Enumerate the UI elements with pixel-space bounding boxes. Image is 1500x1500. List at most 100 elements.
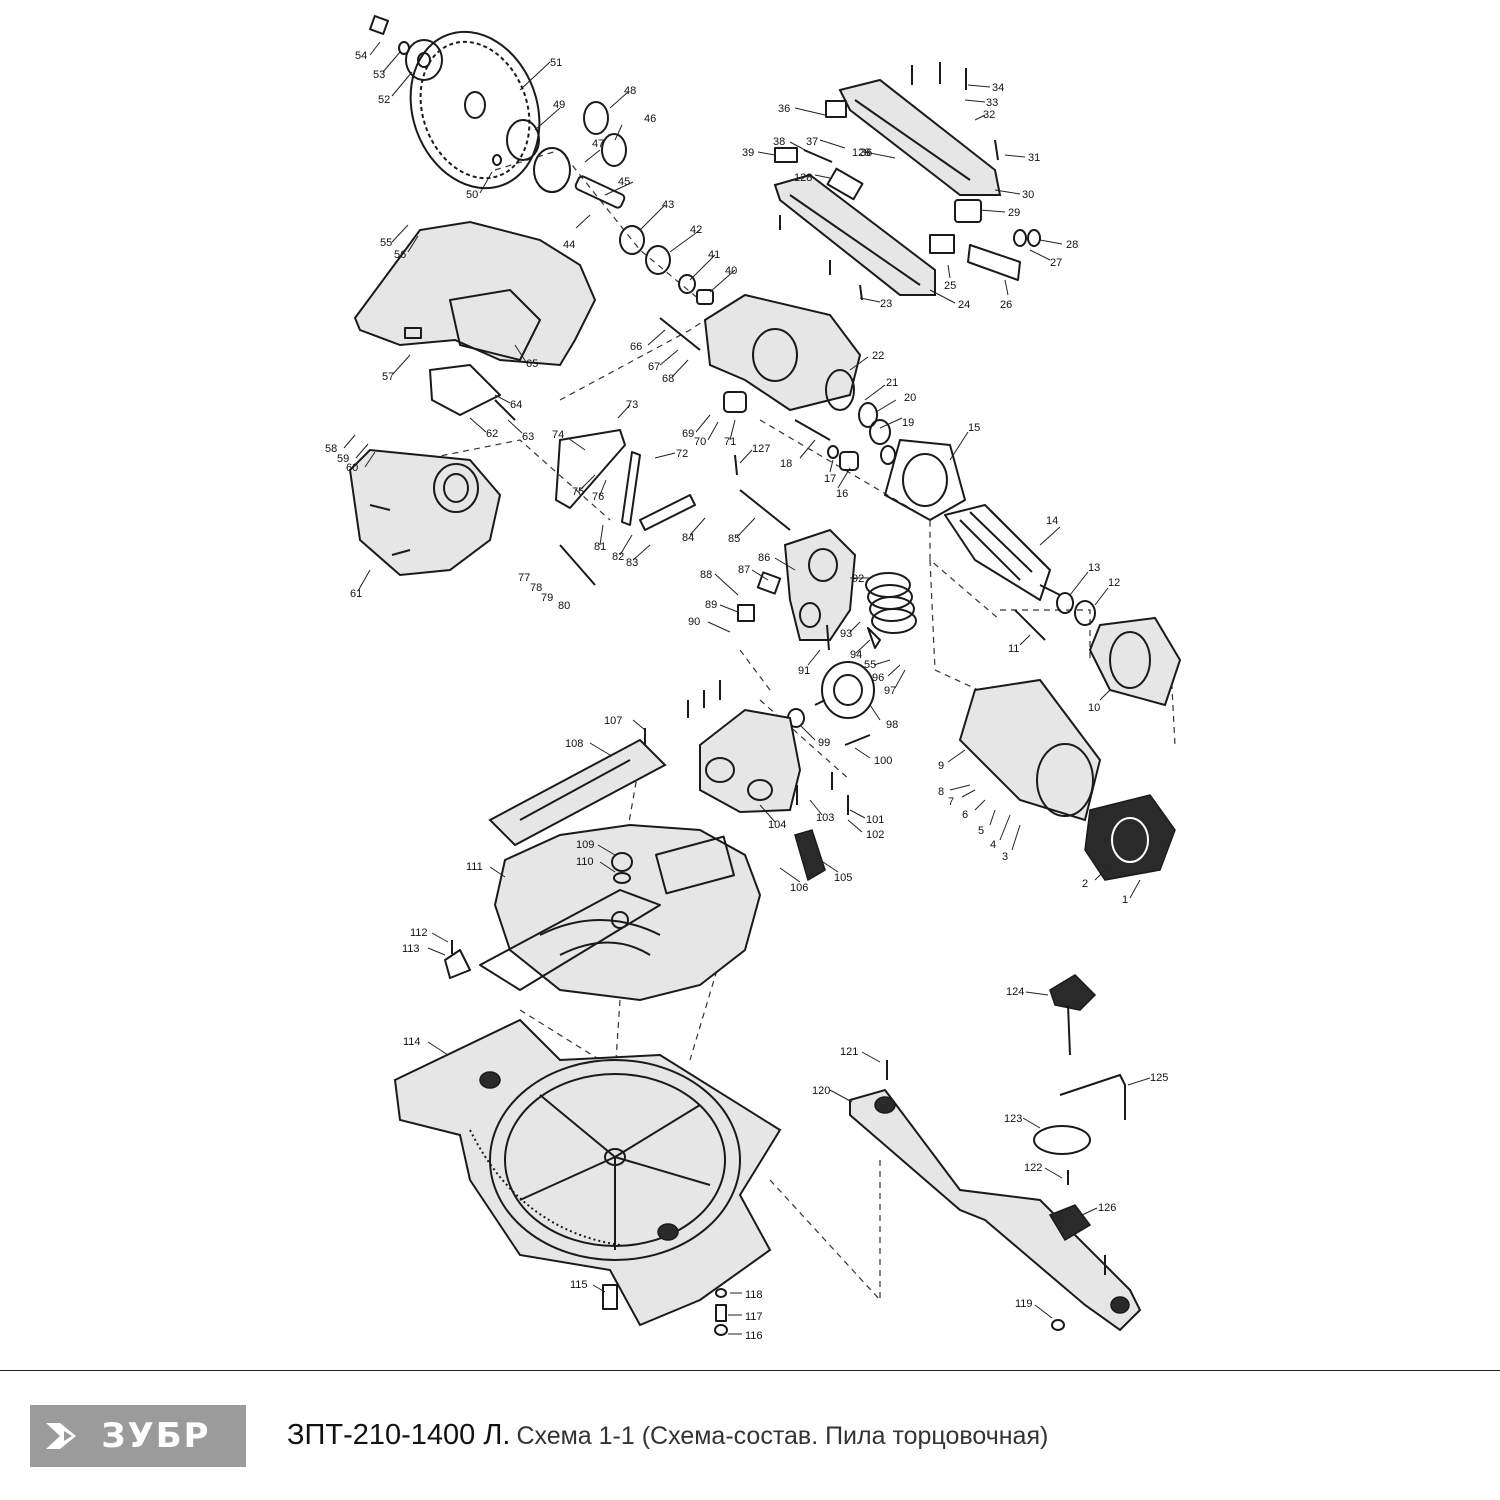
part-number: 84 xyxy=(682,532,694,544)
part-number: 96 xyxy=(872,672,884,684)
switch-module xyxy=(929,234,955,254)
part-number: 10 xyxy=(1088,702,1100,714)
part-number: 75 xyxy=(572,486,584,498)
part-number: 67 xyxy=(648,361,660,373)
part-number: 2 xyxy=(1082,878,1088,890)
cable-sleeve xyxy=(967,244,1021,281)
part-number: 88 xyxy=(700,569,712,581)
spindle-shaft xyxy=(574,175,626,209)
o-ring xyxy=(601,133,627,167)
turntable xyxy=(444,823,762,1002)
washer xyxy=(398,41,410,55)
part-number: 81 xyxy=(594,541,606,553)
part-number: 111 xyxy=(466,861,483,873)
part-number: 57 xyxy=(382,371,394,383)
part-number: 124 xyxy=(1006,986,1024,998)
part-number: 79 xyxy=(541,592,553,604)
part-number: 118 xyxy=(745,1289,763,1301)
caption-description: Схема 1-1 (Схема-состав. Пила торцовочна… xyxy=(516,1422,1049,1450)
part-number: 71 xyxy=(724,436,736,448)
part-number: 36 xyxy=(860,147,872,159)
clamp-knob-126 xyxy=(1048,1204,1092,1242)
part-number: 128 xyxy=(852,147,870,159)
fence xyxy=(849,974,1142,1332)
part-number: 31 xyxy=(1028,152,1040,164)
part-number: 45 xyxy=(618,176,630,188)
part-number: 52 xyxy=(378,94,390,106)
base-spring xyxy=(715,1304,727,1322)
part-number: 119 xyxy=(1015,1298,1033,1310)
part-number: 105 xyxy=(834,872,852,884)
long-screw xyxy=(1014,609,1046,641)
hold-down-clamp xyxy=(1059,1074,1126,1120)
handle-cover xyxy=(838,78,1002,196)
part-number: 108 xyxy=(565,738,583,750)
part-number: 4 xyxy=(990,839,996,851)
part-number: 127 xyxy=(752,443,770,455)
saw-blade xyxy=(409,30,541,190)
brand-name: ЗУБР xyxy=(101,1416,211,1456)
handle-assembly xyxy=(773,62,1041,301)
part-number: 18 xyxy=(780,458,792,470)
part-number: 117 xyxy=(745,1311,763,1323)
part-number: 83 xyxy=(626,557,638,569)
shaft xyxy=(794,419,831,441)
part-number: 61 xyxy=(350,588,362,600)
part-number: 120 xyxy=(812,1085,830,1097)
armature xyxy=(944,504,1061,601)
part-number: 89 xyxy=(705,599,717,611)
part-number: 21 xyxy=(886,377,898,389)
part-number: 59 xyxy=(337,453,349,465)
part-number: 46 xyxy=(644,113,656,125)
diagram-caption: ЗПТ-210-1400 Л.Схема 1-1 (Схема-состав. … xyxy=(287,1419,1048,1452)
part-number: 48 xyxy=(624,85,636,97)
part-number: 101 xyxy=(866,814,884,826)
part-number: 97 xyxy=(884,685,896,697)
part-number: 14 xyxy=(1046,515,1058,527)
part-number: 22 xyxy=(872,350,884,362)
pivot-rod xyxy=(739,489,791,531)
part-number: 87 xyxy=(738,564,750,576)
fence-plate xyxy=(488,728,667,847)
bracket-bolts xyxy=(687,680,849,815)
motor-assembly xyxy=(884,439,1182,881)
outer-flange xyxy=(405,39,443,81)
part-number: 24 xyxy=(958,299,970,311)
part-number: 39 xyxy=(742,147,754,159)
part-number: 106 xyxy=(790,882,808,894)
part-number: 38 xyxy=(773,136,785,148)
clamp-knob-124 xyxy=(1049,974,1097,1056)
stator xyxy=(1088,616,1182,707)
turntable-extension xyxy=(479,889,661,991)
part-number: 92 xyxy=(852,573,864,585)
spring xyxy=(803,149,833,163)
switch-block xyxy=(825,100,847,118)
bearing xyxy=(619,225,645,255)
part-number: 47 xyxy=(592,138,604,150)
part-number: 25 xyxy=(944,280,956,292)
part-number: 115 xyxy=(570,1279,588,1291)
part-number: 17 xyxy=(824,473,836,485)
part-number: 19 xyxy=(902,417,914,429)
part-number: 13 xyxy=(1088,562,1100,574)
part-number: 40 xyxy=(725,265,737,277)
part-number: 16 xyxy=(836,488,848,500)
part-number: 69 xyxy=(682,428,694,440)
pivot-arm xyxy=(737,528,917,746)
part-number: 91 xyxy=(798,665,810,677)
part-number: 3 xyxy=(1002,851,1008,863)
knob-98 xyxy=(814,661,875,719)
part-number: 121 xyxy=(840,1046,858,1058)
part-number: 53 xyxy=(373,69,385,81)
part-number: 93 xyxy=(840,628,852,640)
part-number: 28 xyxy=(1066,239,1078,251)
part-number: 27 xyxy=(1050,257,1062,269)
exploded-parts-diagram: 1 2 3 4 5 6 7 8 9 10 11 12 13 14 15 16 1… xyxy=(325,15,1182,1342)
part-number: 94 xyxy=(850,649,862,661)
switch xyxy=(954,199,982,223)
handle-screws xyxy=(779,62,999,301)
blade-bolt xyxy=(369,15,389,35)
part-number: 6 xyxy=(962,809,968,821)
leader-lines xyxy=(343,41,1151,1335)
part-number: 32 xyxy=(983,109,995,121)
